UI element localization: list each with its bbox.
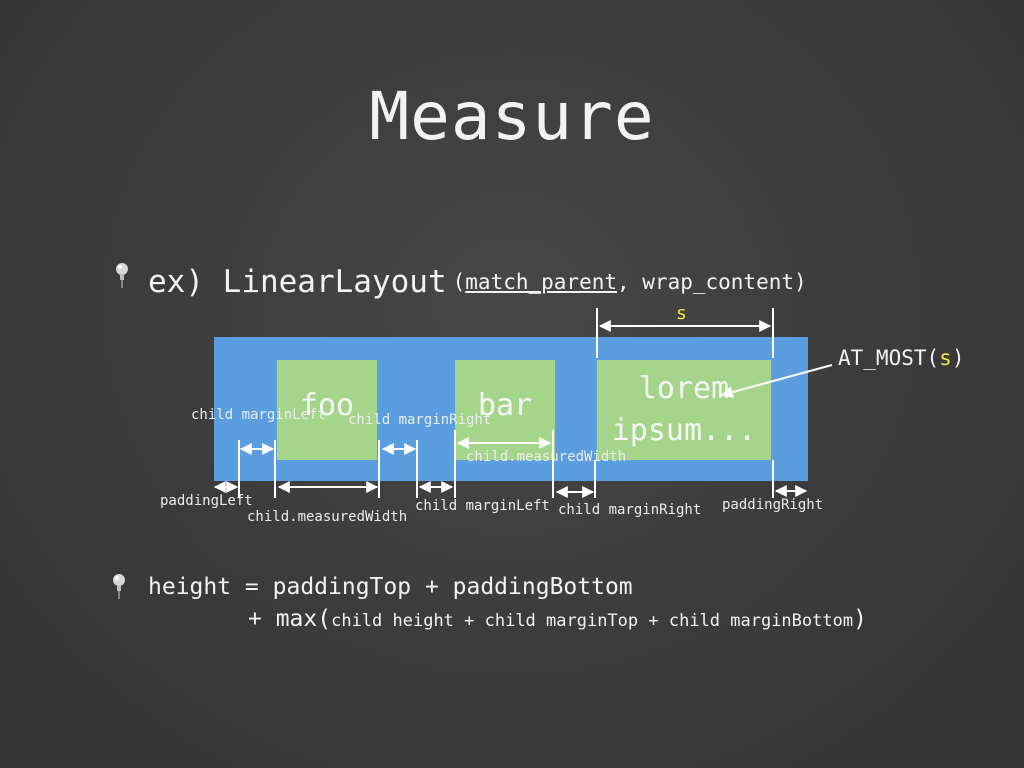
label-child-margin-right-2: child marginRight — [558, 502, 702, 518]
child-label-lorem-line1: lorem — [638, 371, 730, 406]
child-label-foo: foo — [299, 388, 355, 423]
args-rest: , wrap_content) — [617, 270, 807, 294]
label-padding-left: paddingLeft — [160, 493, 253, 509]
label-padding-right: paddingRight — [722, 497, 824, 513]
pushpin-icon-2 — [113, 574, 125, 599]
formula-line2-suffix: ) — [853, 606, 867, 632]
label-child-margin-left-2: child marginLeft — [415, 498, 550, 514]
args-match-parent: match_parent — [465, 270, 617, 294]
label-child-measured-width-1: child.measuredWidth — [247, 509, 408, 525]
formula-line2: + max(child height + child marginTop + c… — [248, 606, 867, 632]
bullet-linearlayout-text: ex) LinearLayout — [148, 264, 447, 300]
at-most-var: s — [939, 346, 952, 370]
bullet-linearlayout: ex) LinearLayout(match_parent, wrap_cont… — [148, 264, 807, 300]
label-child-margin-right-1: child marginRight — [348, 412, 492, 428]
slide-title: Measure — [369, 78, 655, 155]
at-most-suffix: ) — [951, 346, 965, 370]
s-label: s — [676, 303, 687, 324]
args-open: ( — [452, 270, 466, 294]
formula-line1: height = paddingTop + paddingBottom — [148, 574, 633, 600]
label-child-margin-left-1: child marginLeft — [191, 407, 326, 423]
child-label-lorem: lorem ipsum... — [597, 368, 771, 452]
child-label-bar: bar — [477, 388, 533, 423]
child-box-foo — [277, 360, 377, 460]
label-child-measured-width-2: child.measuredWidth — [466, 449, 627, 465]
at-most-prefix: AT_MOST( — [838, 346, 940, 370]
formula-line2-prefix: + max( — [248, 606, 332, 632]
arrow-at-most — [720, 364, 833, 398]
bullet-linearlayout-args: (match_parent, wrap_content) — [453, 270, 807, 294]
at-most-label: AT_MOST(s) — [838, 346, 964, 370]
pushpin-icon — [116, 263, 128, 288]
formula-line2-inner: child height + child marginTop + child m… — [331, 611, 854, 631]
child-box-lorem — [597, 360, 771, 460]
child-label-lorem-line2: ipsum... — [611, 413, 757, 448]
